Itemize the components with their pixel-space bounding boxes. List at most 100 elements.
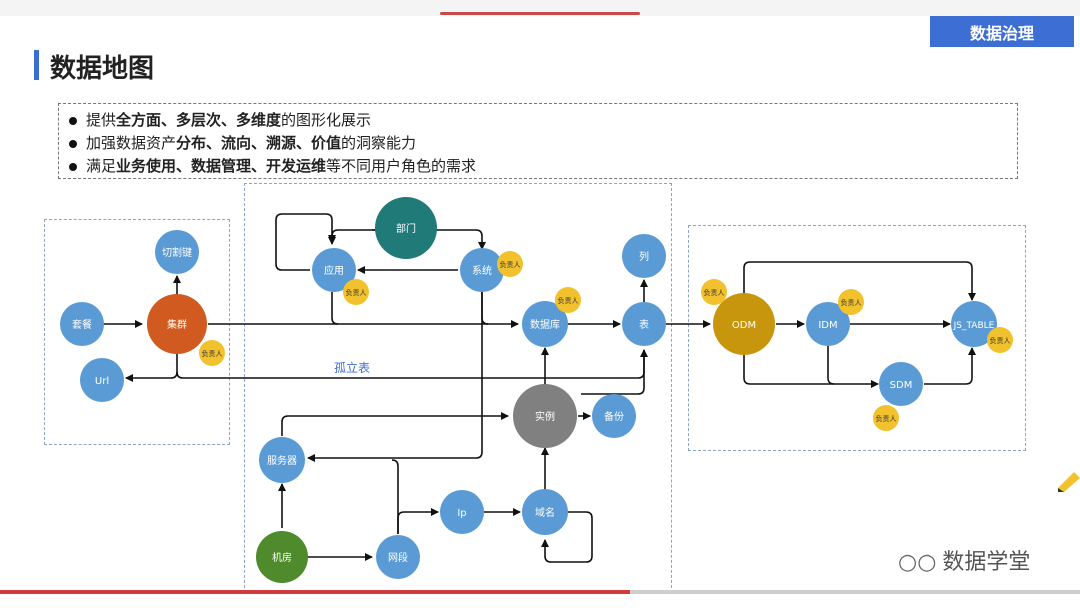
top-strip (0, 0, 1080, 16)
edge (827, 346, 835, 385)
bullet-text: 的洞察能力 (341, 134, 417, 152)
node-label: IDM (818, 320, 837, 331)
bullet-text: 的图形化展示 (281, 111, 372, 129)
edge (125, 352, 178, 382)
node-shili[interactable]: 实例 (513, 384, 577, 448)
node-jifang[interactable]: 机房 (256, 531, 308, 583)
node-label: Url (95, 376, 109, 387)
node-label: 应用 (324, 264, 344, 277)
node-url[interactable]: Url (80, 358, 124, 402)
bullet-text-bold: 业务使用、数据管理、开发运维 (116, 157, 327, 175)
edge (372, 229, 486, 250)
owner-badge: 负责人 (555, 287, 581, 313)
owner-badge: 负责人 (199, 340, 225, 366)
edge (481, 292, 489, 325)
edge (176, 349, 648, 379)
node-idm[interactable]: IDM (806, 302, 850, 346)
region-cluster (44, 219, 230, 445)
bullet-dot-icon (69, 116, 77, 125)
node-label: 数据库 (530, 318, 560, 331)
node-label: Ip (457, 508, 466, 519)
owner-badge: 负责人 (838, 289, 864, 315)
node-label: 集群 (167, 318, 187, 331)
node-label: ODM (732, 320, 756, 331)
edge (743, 261, 976, 301)
bullet-item-3: 满足业务使用、数据管理、开发运维等不同用户角色的需求 (69, 155, 476, 176)
bullet-text: 提供 (86, 111, 117, 129)
node-label: 网段 (388, 551, 408, 564)
bullet-box: 提供全方面、多层次、多维度的图形化展示 加强数据资产分布、流向、溯源、价值的洞察… (58, 103, 1018, 179)
edge (581, 350, 645, 395)
owner-badge: 负责人 (873, 405, 899, 431)
edge (281, 412, 509, 436)
edge (924, 347, 976, 385)
node-label: 域名 (535, 506, 555, 519)
edge (328, 229, 376, 245)
owner-label: 负责人 (500, 260, 521, 269)
node-label: 部门 (396, 222, 416, 235)
bullet-dot-icon (69, 162, 77, 171)
node-ip[interactable]: Ip (440, 490, 484, 534)
page-title: 数据地图 (50, 54, 155, 84)
node-label: 实例 (535, 410, 555, 423)
node-label: 服务器 (267, 454, 297, 467)
edge (391, 459, 399, 534)
node-jstable[interactable]: JS_TABLE (951, 301, 997, 347)
owner-badge: 负责人 (987, 327, 1013, 353)
bullet-text-bold: 全方面、多层次、多维度 (116, 111, 282, 129)
node-bumen[interactable]: 部门 (375, 197, 437, 259)
edge (541, 511, 593, 563)
progress-bar (0, 590, 630, 594)
edges (102, 213, 976, 563)
owner-label: 负责人 (346, 288, 367, 297)
node-label: 表 (639, 318, 649, 331)
node-yuming[interactable]: 域名 (522, 489, 568, 535)
bullet-item-1: 提供全方面、多层次、多维度的图形化展示 (69, 109, 371, 130)
node-taocan[interactable]: 套餐 (60, 302, 104, 346)
node-lie[interactable]: 列 (622, 234, 666, 278)
owner-label: 负责人 (202, 349, 223, 358)
top-accent-line (440, 12, 640, 15)
edge (331, 292, 339, 325)
owner-label: 负责人 (841, 298, 862, 307)
owner-label: 负责人 (704, 288, 725, 297)
node-jiqun[interactable]: 集群 (147, 294, 207, 354)
owner-label: 负责人 (876, 414, 897, 423)
node-sdm[interactable]: SDM (879, 362, 923, 406)
node-fuwuqi[interactable]: 服务器 (259, 437, 305, 483)
node-beifen[interactable]: 备份 (592, 394, 636, 438)
node-label: 列 (639, 250, 649, 263)
node-wangduan[interactable]: 网段 (376, 535, 420, 579)
node-label: 系统 (472, 264, 492, 277)
node-label: JS_TABLE (953, 321, 995, 331)
bullet-item-2: 加强数据资产分布、流向、溯源、价值的洞察能力 (69, 132, 416, 153)
node-label: 套餐 (72, 318, 92, 331)
bullet-text: 等不同用户角色的需求 (326, 157, 477, 175)
bullet-text: 加强数据资产 (86, 134, 177, 152)
bullet-dot-icon (69, 139, 77, 148)
owner-label: 负责人 (990, 336, 1011, 345)
owner-badge: 负责人 (343, 279, 369, 305)
node-label: SDM (890, 380, 913, 391)
node-yingyong[interactable]: 应用 (312, 248, 356, 292)
owner-badge: 负责人 (497, 251, 523, 277)
node-odm[interactable]: ODM (713, 293, 775, 355)
owner-badge: 负责人 (701, 279, 727, 305)
progress-track (630, 590, 1080, 594)
edge (397, 508, 439, 534)
node-label: 切割键 (162, 246, 192, 259)
edge (307, 292, 483, 462)
node-label: 备份 (604, 410, 624, 423)
wechat-icon: ○○ (898, 550, 937, 575)
node-label: 机房 (272, 551, 292, 564)
bullet-text: 满足 (86, 157, 117, 175)
node-biao[interactable]: 表 (622, 302, 666, 346)
bullet-text-bold: 分布、流向、溯源、价值 (176, 134, 342, 152)
node-kkj[interactable]: 切割键 (155, 230, 199, 274)
title-accent-bar (34, 50, 39, 80)
node-xitong[interactable]: 系统 (460, 248, 504, 292)
watermark-text: 数据学堂 (942, 550, 1031, 575)
edge (275, 213, 336, 271)
node-shujuku[interactable]: 数据库 (522, 301, 568, 347)
